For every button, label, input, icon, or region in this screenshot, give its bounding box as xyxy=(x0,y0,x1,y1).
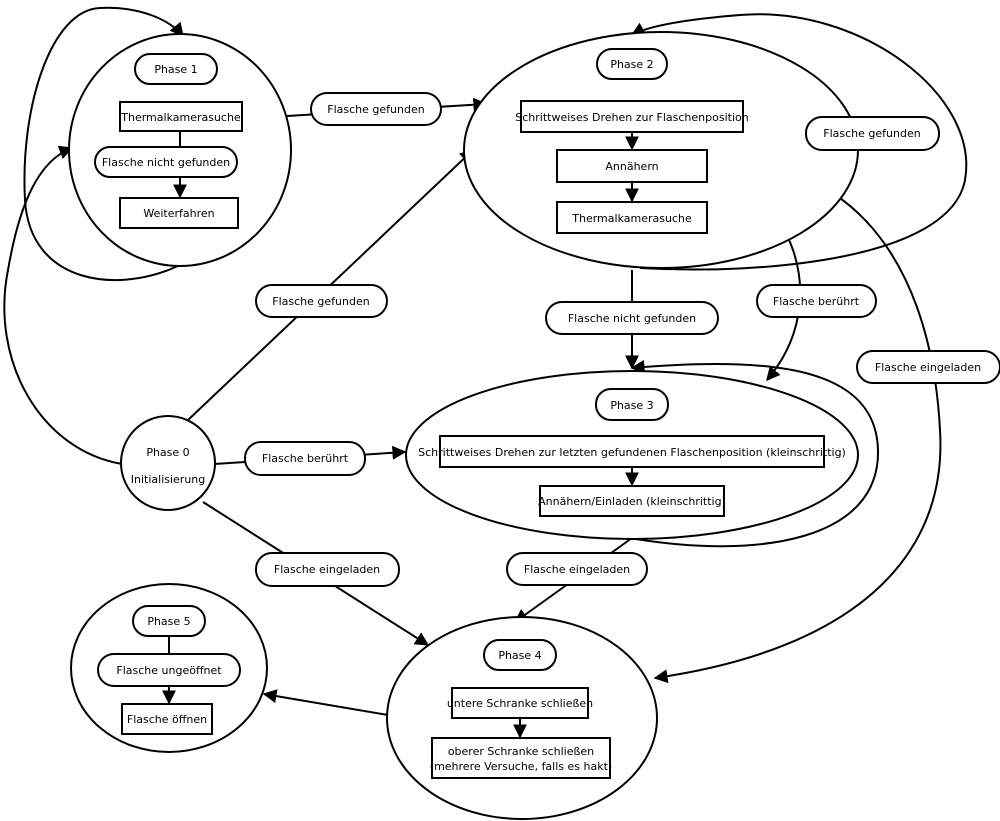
phase-3-title-box xyxy=(595,388,669,421)
phase-4-step-upper-gate xyxy=(431,737,611,779)
transition-labels: Flasche gefunden Flasche gefunden Flasch… xyxy=(244,92,1000,587)
label-p2-to-p4-loaded-text: Flasche eingeladen xyxy=(875,361,981,374)
edge-p2-self-loop xyxy=(630,13,968,271)
phase-5-step-open xyxy=(121,703,213,735)
label-p3-to-p4: Flasche eingeladen xyxy=(506,552,648,586)
phase-0: Phase 0 Initialisierung xyxy=(120,415,216,511)
label-p2-to-p4-loaded: Flasche eingeladen xyxy=(856,350,1000,384)
label-p1-to-p2-text: Flasche gefunden xyxy=(327,103,424,116)
phase-4-title-box xyxy=(483,639,557,671)
phase-0-title: Phase 0 xyxy=(146,446,189,459)
label-p2-to-p3-notfound-text: Flasche nicht gefunden xyxy=(568,312,696,325)
label-p2-to-p3-touched-text: Flasche berührt xyxy=(773,295,860,308)
phase-2: Phase 2 Schrittweises Drehen zur Flasche… xyxy=(463,31,859,269)
phase-0-subtitle: Initialisierung xyxy=(131,473,206,486)
phase-3-step-approach xyxy=(539,485,725,517)
phase-1-step-3-text: Weiterfahren xyxy=(143,207,214,220)
label-p2-to-p3-notfound: Flasche nicht gefunden xyxy=(545,301,719,335)
label-p3-to-p4-text: Flasche eingeladen xyxy=(524,563,630,576)
edge-p3-self-loop xyxy=(629,359,880,548)
phase-1-step-thermal xyxy=(119,101,243,132)
phase-2-step-3-text: Thermalkamerasuche xyxy=(571,212,692,225)
label-p2-to-p3-touched: Flasche berührt xyxy=(756,284,877,318)
label-p0-to-p3: Flasche berührt xyxy=(244,441,366,476)
phase-2-title-box xyxy=(596,48,668,80)
phase-0-circle xyxy=(120,415,216,511)
phase-5-title: Phase 5 xyxy=(147,615,190,628)
phase-1-title: Phase 1 xyxy=(154,63,197,76)
phase-4-step-1-text: untere Schranke schließen xyxy=(447,697,593,710)
phase-2-step-approach xyxy=(556,149,708,183)
label-p0-to-p4-text: Flasche eingeladen xyxy=(274,563,380,576)
phase-3-title: Phase 3 xyxy=(610,399,653,412)
phase-2-step-1-text: Schrittweises Drehen zur Flaschenpositio… xyxy=(515,111,748,124)
label-p0-to-p3-text: Flasche berührt xyxy=(262,452,349,465)
phase-3-step-rotate xyxy=(439,435,825,468)
phase-3-step-1-text: Schrittweises Drehen zur letzten gefunde… xyxy=(418,446,846,459)
phase-5-step-2-text: Flasche öffnen xyxy=(127,713,207,726)
phase-1-step-1-text: Thermalkamerasuche xyxy=(120,111,241,124)
phase-2-step-rotate xyxy=(520,100,744,133)
phase-2-step-thermal xyxy=(556,201,708,234)
phase-2-title: Phase 2 xyxy=(610,58,653,71)
edge-p4-to-p5 xyxy=(262,689,389,716)
phase-4-title: Phase 4 xyxy=(498,649,541,662)
phase-1: Phase 1 Thermalkamerasuche Flasche nicht… xyxy=(68,33,292,267)
label-p2-self-text: Flasche gefunden xyxy=(823,127,920,140)
phase-5-step-unopened xyxy=(97,653,241,687)
phase-1-step-2-text: Flasche nicht gefunden xyxy=(102,156,230,169)
phase-5: Phase 5 Flasche ungeöffnet Flasche öffne… xyxy=(70,583,268,753)
phase-3: Phase 3 Schrittweises Drehen zur letzten… xyxy=(405,370,859,540)
phase-1-step-drive xyxy=(119,197,239,229)
phase-4: Phase 4 untere Schranke schließen oberer… xyxy=(386,616,658,820)
phase-4-step-lower-gate xyxy=(451,687,589,719)
label-p1-to-p2: Flasche gefunden xyxy=(310,92,442,126)
label-p2-self: Flasche gefunden xyxy=(805,116,940,151)
label-p0-to-p2-text: Flasche gefunden xyxy=(272,295,369,308)
phase-4-step-2-note: (mehrere Versuche, falls es hakt) xyxy=(430,760,612,773)
phase-3-step-2-text: Annähern/Einladen (kleinschrittig) xyxy=(538,495,726,508)
phase-1-title-box xyxy=(134,53,218,85)
phase-2-step-2-text: Annähern xyxy=(605,160,658,173)
label-p0-to-p2: Flasche gefunden xyxy=(255,284,388,318)
phase-5-step-1-text: Flasche ungeöffnet xyxy=(116,664,222,677)
edge-p0-to-p1 xyxy=(3,145,123,465)
phase-4-step-2-text: oberer Schranke schließen xyxy=(448,745,594,758)
phase-1-step-notfound xyxy=(94,146,238,178)
edge-p1-self-loop xyxy=(23,6,184,282)
label-p0-to-p4: Flasche eingeladen xyxy=(255,552,400,587)
